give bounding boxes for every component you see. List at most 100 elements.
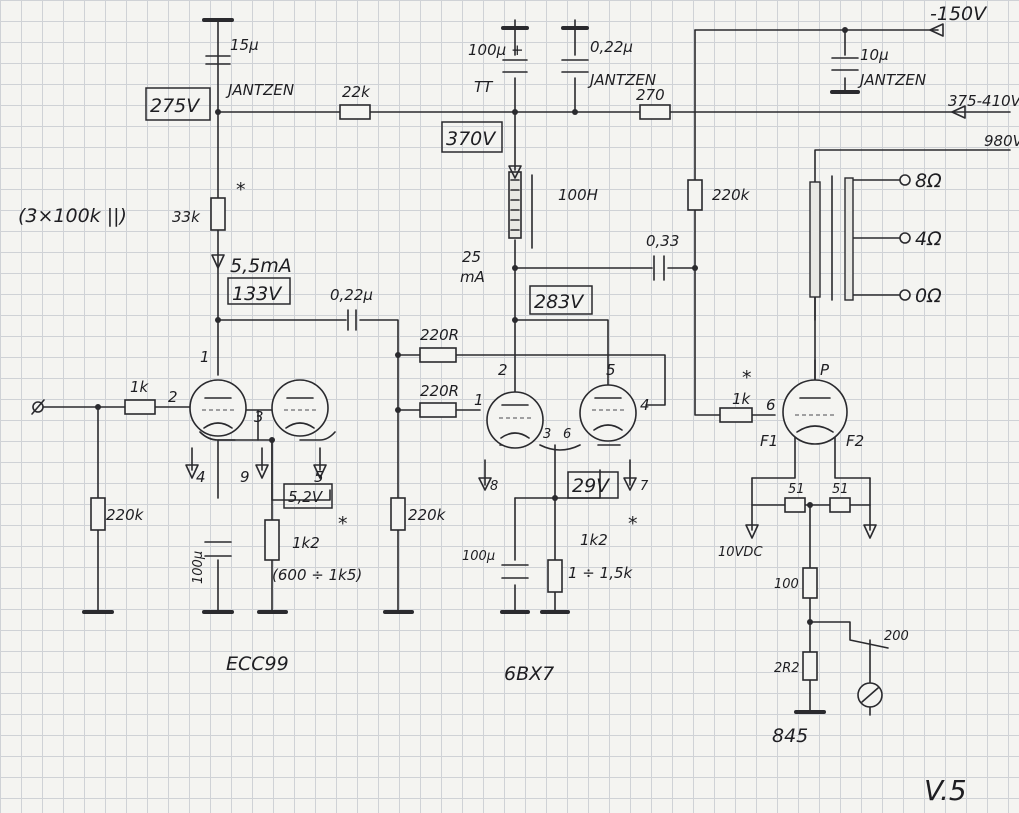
output-4ohm: 4Ω	[915, 228, 942, 250]
node-283v: 283V	[534, 291, 585, 313]
resistor-270	[639, 104, 671, 120]
node-25: 25	[462, 248, 481, 266]
resistor-220r-b	[419, 402, 457, 418]
pin-label: P	[820, 361, 830, 379]
box-133v	[227, 277, 291, 305]
label-jantzen-3: JANTZEN	[857, 71, 926, 89]
supply-375: 375-410V	[948, 92, 1019, 110]
pin-label: 7	[640, 479, 649, 494]
pin-label: 6	[766, 396, 776, 414]
tube-845	[782, 379, 848, 445]
node-370v: 370V	[446, 128, 497, 150]
box-275v	[145, 87, 211, 121]
node-5-5ma: 5,5mA	[230, 255, 292, 277]
pin-label: 5	[606, 361, 616, 379]
label-022u-coupling: 0,22μ	[330, 286, 373, 304]
filament-arrows	[185, 23, 966, 539]
label-tt: TT	[474, 78, 494, 96]
label-100: 100	[774, 577, 799, 592]
pin-label: 3	[543, 427, 551, 442]
resistor-22k	[339, 104, 371, 120]
label-1k-845: 1k	[732, 390, 752, 408]
capacitor-15u	[205, 55, 231, 65]
box-283v	[529, 285, 593, 315]
pin-label: F1	[760, 432, 778, 450]
label-033: 0,33	[646, 232, 679, 250]
resistor-51a	[784, 497, 806, 513]
supply-neg150: -150V	[930, 3, 988, 25]
components	[31, 18, 966, 716]
box-370v	[441, 121, 503, 153]
label-1k2-ecc: 1k2	[292, 534, 320, 552]
node-29v: 29V	[572, 475, 611, 497]
node-ma: mA	[460, 268, 485, 286]
ground-symbols	[82, 18, 860, 714]
label-1k2-ecc-range: (600 ÷ 1k5)	[272, 566, 362, 584]
resistor-220k-845	[687, 179, 703, 211]
pin-label: 5	[314, 468, 324, 486]
choke-100h	[508, 171, 533, 249]
capacitor-100u-6bx7	[501, 564, 529, 579]
star-mark: *	[628, 513, 638, 535]
pin-label: 2	[168, 388, 178, 406]
pin-label: 2	[498, 361, 508, 379]
resistor-220k-grid	[390, 497, 406, 531]
pin-label: 1	[474, 391, 484, 409]
capacitor-022-coupling	[347, 309, 357, 331]
label-270: 270	[636, 86, 665, 104]
resistor-220r-a	[419, 347, 457, 363]
node-133v: 133V	[232, 283, 283, 305]
pin-label: 4	[196, 468, 206, 486]
output-8ohm: 8Ω	[915, 170, 942, 192]
node-5-2v: 5,2V	[288, 488, 324, 506]
label-1k2-6bx7-range: 1 ÷ 1,5k	[568, 564, 634, 582]
junction-dots	[95, 27, 848, 625]
star-mark: *	[742, 367, 752, 389]
wiring	[39, 19, 1011, 711]
meter	[857, 682, 883, 716]
label-33k: 33k	[172, 208, 201, 226]
label-220k-grid: 220k	[408, 506, 447, 524]
label-51a: 51	[788, 482, 805, 497]
box-52v	[283, 483, 333, 509]
label-100u-tt: 100μ +	[468, 41, 524, 59]
capacitor-022-jantzen	[561, 59, 589, 73]
label-220k-845: 220k	[712, 186, 751, 204]
output-transformer	[809, 175, 854, 301]
labels: -150V 375-410V 980V 275V 370V 5,5mA 133V…	[18, 3, 1019, 807]
pin-label: 6	[563, 427, 571, 442]
label-1k2-6bx7: 1k2	[580, 531, 608, 549]
label-10vdc: 10VDC	[718, 545, 763, 560]
input-jack	[31, 399, 45, 415]
pin-label: F2	[846, 432, 864, 450]
label-10u: 10μ	[860, 46, 889, 64]
label-100u-6bx7: 100μ	[462, 549, 495, 564]
capacitor-10u-jantzen	[831, 57, 859, 71]
label-jantzen-2: JANTZEN	[587, 71, 656, 89]
label-2r2: 2R2	[774, 661, 800, 676]
label-220k-input: 220k	[106, 506, 145, 524]
resistor-33k	[210, 197, 226, 231]
node-275v: 275V	[150, 95, 201, 117]
resistor-1k2-ecc	[264, 519, 280, 561]
label-022u-jantzen: 0,22μ	[590, 38, 633, 56]
resistor-1k-845	[719, 407, 753, 423]
label-33k-note: (3×100k ||)	[18, 205, 127, 227]
tube-label-6bx7: 6BX7	[504, 663, 554, 685]
label-51b: 51	[832, 482, 849, 497]
box-29v	[567, 471, 619, 499]
tube-6bx7-b	[579, 384, 637, 442]
star-mark: *	[236, 179, 246, 201]
label-200: 200	[884, 629, 909, 644]
resistor-1k-input	[124, 399, 156, 415]
tube-label-ecc99: ECC99	[226, 653, 289, 675]
capacitor-033	[653, 255, 665, 281]
pin-label: 1	[200, 348, 210, 366]
label-jantzen-1: JANTZEN	[225, 81, 294, 99]
resistor-51b	[829, 497, 851, 513]
tube-label-845: 845	[772, 725, 808, 747]
star-mark: *	[338, 513, 348, 535]
pin-label: 3	[254, 408, 264, 426]
capacitor-100u-ecc	[204, 541, 232, 557]
